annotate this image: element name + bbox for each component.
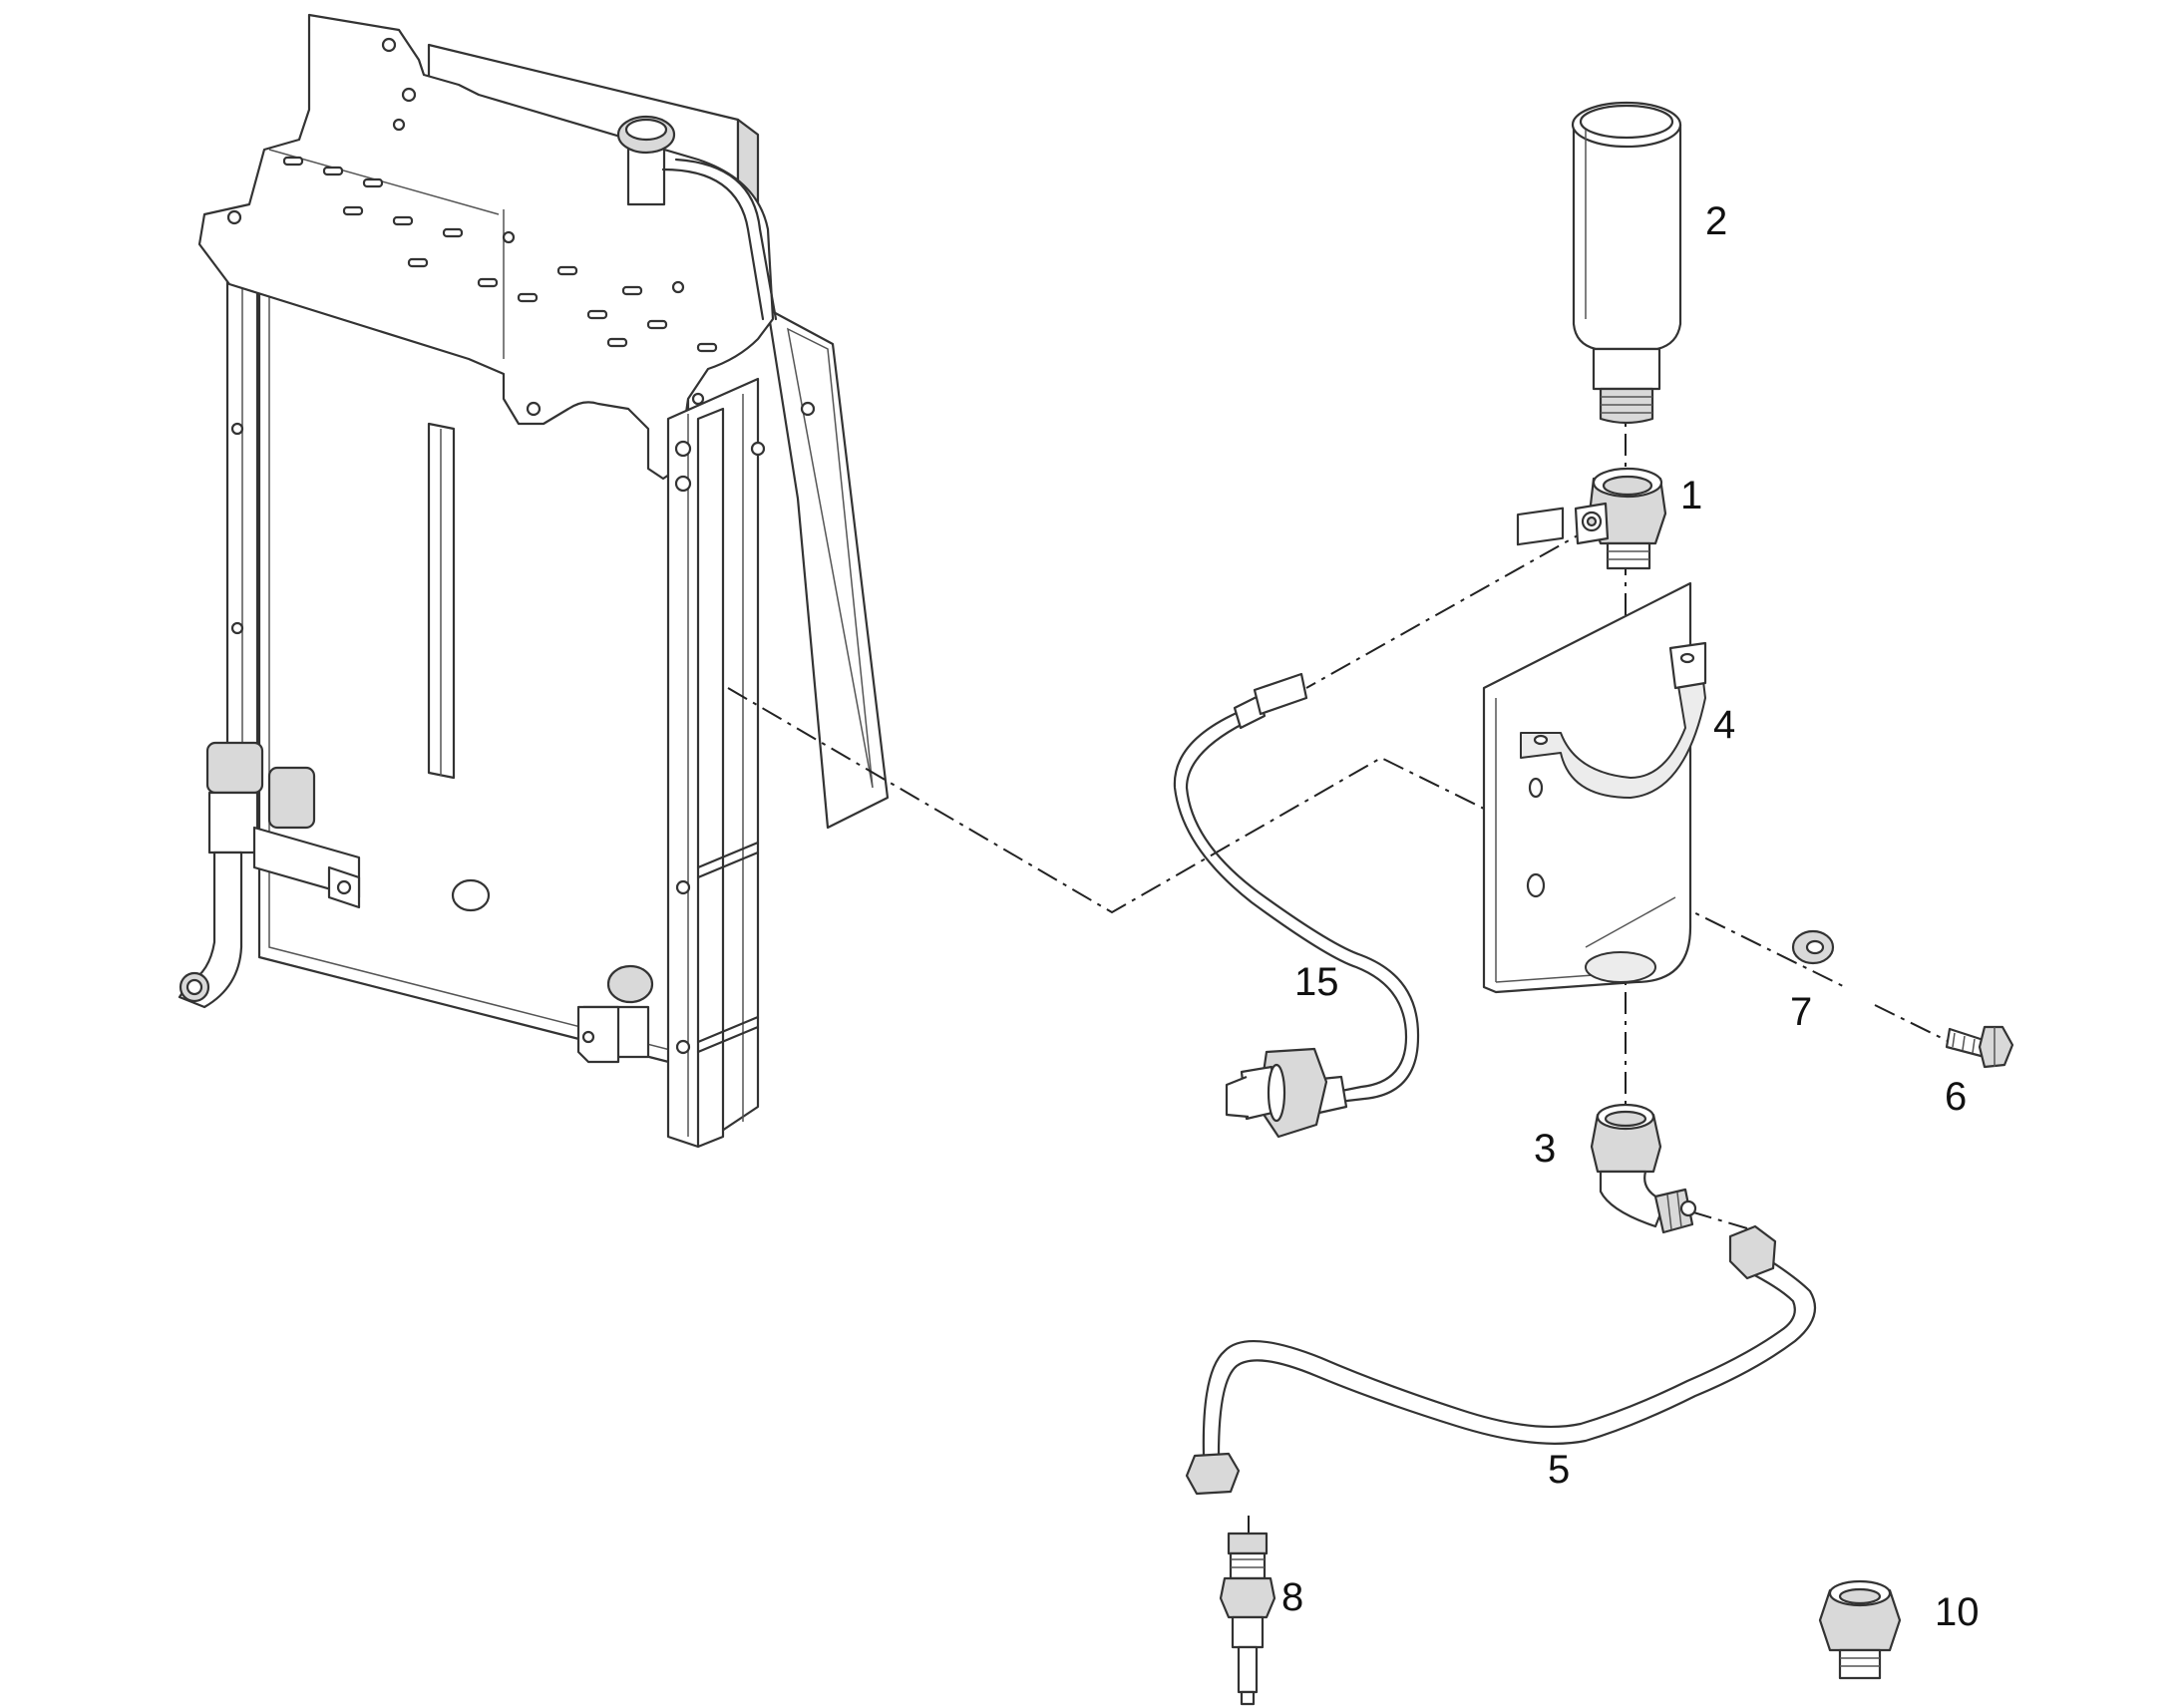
fitting-part-8 [1219, 1532, 1276, 1706]
callout-8: 8 [1281, 1575, 1303, 1619]
pipe-part-5 [1185, 1224, 1817, 1496]
bolt-part-6 [1945, 1025, 2014, 1069]
callout-2: 2 [1705, 199, 1727, 243]
callout-5: 5 [1548, 1448, 1570, 1492]
plug-part-10 [1818, 1579, 1902, 1680]
callout-15: 15 [1294, 960, 1339, 1004]
radiator-assembly [178, 13, 890, 1149]
plate-slots [282, 156, 718, 353]
washer-part-7 [1791, 929, 1835, 965]
sensor-part-15 [1173, 672, 1420, 1139]
callout-6: 6 [1945, 1075, 1967, 1119]
callout-4: 4 [1713, 703, 1735, 747]
canister-part-2 [1571, 101, 1682, 425]
bracket-part-4 [1482, 507, 1707, 994]
callout-labels: 1 2 3 4 5 6 7 8 10 15 [1281, 199, 1980, 1634]
callout-1: 1 [1680, 474, 1702, 517]
callout-7: 7 [1790, 990, 1812, 1034]
fitting-part-1 [1574, 467, 1667, 570]
plate-holes [226, 37, 705, 417]
assembly-center-lines [727, 115, 1951, 1550]
elbow-fitting-part-3 [1590, 1103, 1697, 1234]
callout-3: 3 [1534, 1127, 1556, 1171]
callout-10: 10 [1935, 1590, 1980, 1634]
